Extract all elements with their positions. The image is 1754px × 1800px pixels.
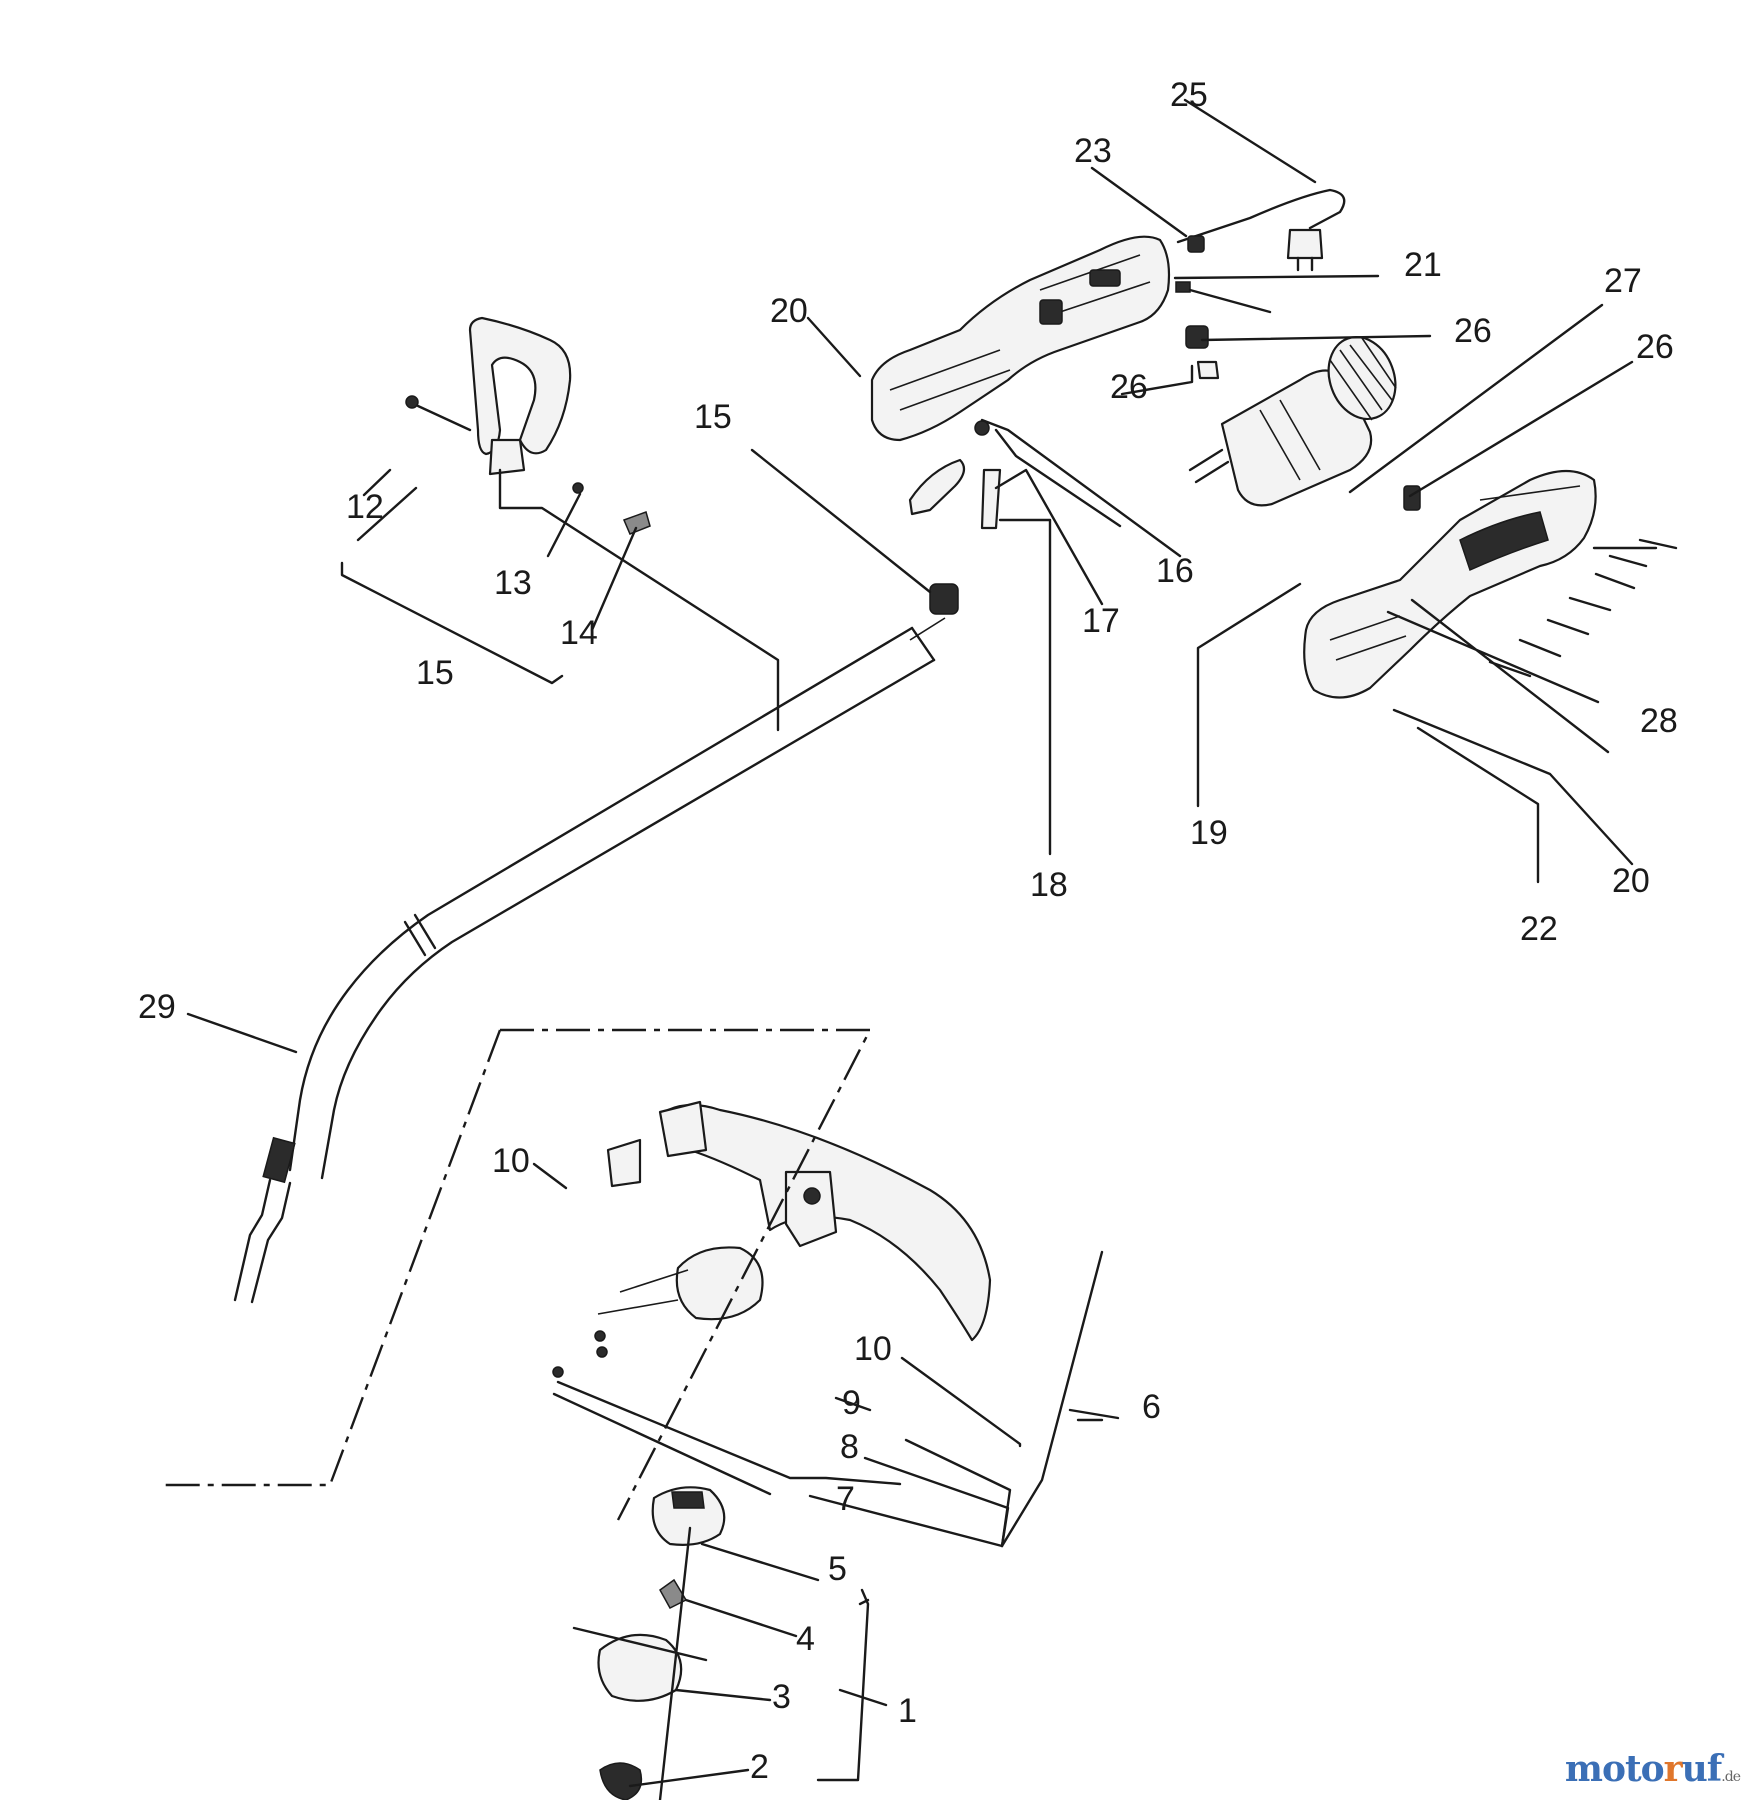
housing-right-half bbox=[1303, 470, 1678, 699]
callout-26-right: 26 bbox=[1636, 328, 1674, 366]
power-cord bbox=[1176, 188, 1346, 272]
callout-16: 16 bbox=[1156, 552, 1194, 590]
callout-13: 13 bbox=[494, 564, 532, 602]
callout-3: 3 bbox=[772, 1678, 791, 1716]
callout-2: 2 bbox=[750, 1748, 769, 1786]
housing-left-half bbox=[870, 235, 1171, 530]
callout-10-left: 10 bbox=[492, 1142, 530, 1180]
auxiliary-handle bbox=[405, 316, 651, 535]
watermark-part2: r bbox=[1663, 1748, 1683, 1790]
leader-lines bbox=[186, 98, 1658, 1788]
callout-9: 9 bbox=[842, 1384, 861, 1422]
motor bbox=[1188, 335, 1397, 507]
callout-26-center: 26 bbox=[1110, 368, 1148, 406]
callout-22: 23 bbox=[1074, 132, 1112, 170]
watermark-part1: moto bbox=[1564, 1748, 1665, 1790]
watermark-tld: .de bbox=[1721, 1769, 1741, 1785]
callout-29: 29 bbox=[138, 988, 176, 1026]
spool-parts bbox=[572, 1486, 726, 1800]
callout-1: 1 bbox=[898, 1692, 917, 1730]
callout-labels: 25 23 21 27 26 26 20 26 15 12 16 13 17 1… bbox=[138, 76, 1678, 1786]
small-switch-parts bbox=[1175, 281, 1272, 380]
assembly-boundary-dashed bbox=[160, 1028, 872, 1521]
callout-6: 6 bbox=[1142, 1388, 1161, 1426]
callout-7: 7 bbox=[836, 1480, 855, 1518]
callout-17: 17 bbox=[1082, 602, 1120, 640]
motoruf-watermark-logo: motoruf.de bbox=[1564, 1748, 1741, 1790]
callout-20-right: 20 bbox=[1612, 862, 1650, 900]
callout-14: 14 bbox=[560, 614, 598, 652]
callout-21-top: 21 bbox=[1404, 246, 1442, 284]
callout-25: 26 bbox=[1454, 312, 1492, 350]
callout-27: 27 bbox=[1604, 262, 1642, 300]
callout-8: 8 bbox=[840, 1428, 859, 1466]
watermark-part3: uf bbox=[1681, 1748, 1723, 1790]
callout-20-top: 20 bbox=[770, 292, 808, 330]
callout-19: 19 bbox=[1190, 814, 1228, 852]
housing-screws bbox=[1488, 538, 1678, 678]
callout-21-right: 22 bbox=[1520, 910, 1558, 948]
guard-assembly bbox=[552, 1100, 992, 1378]
callout-28: 28 bbox=[1640, 702, 1678, 740]
callout-15-center: 15 bbox=[694, 398, 732, 436]
callout-4: 4 bbox=[796, 1620, 815, 1658]
callout-15-left: 15 bbox=[416, 654, 454, 692]
callout-18: 18 bbox=[1030, 866, 1068, 904]
callout-5: 5 bbox=[828, 1550, 847, 1588]
callout-10-lower: 10 bbox=[854, 1330, 892, 1368]
shaft-tube bbox=[233, 583, 959, 1304]
callout-23: 25 bbox=[1170, 76, 1208, 114]
callout-12: 12 bbox=[346, 488, 384, 526]
